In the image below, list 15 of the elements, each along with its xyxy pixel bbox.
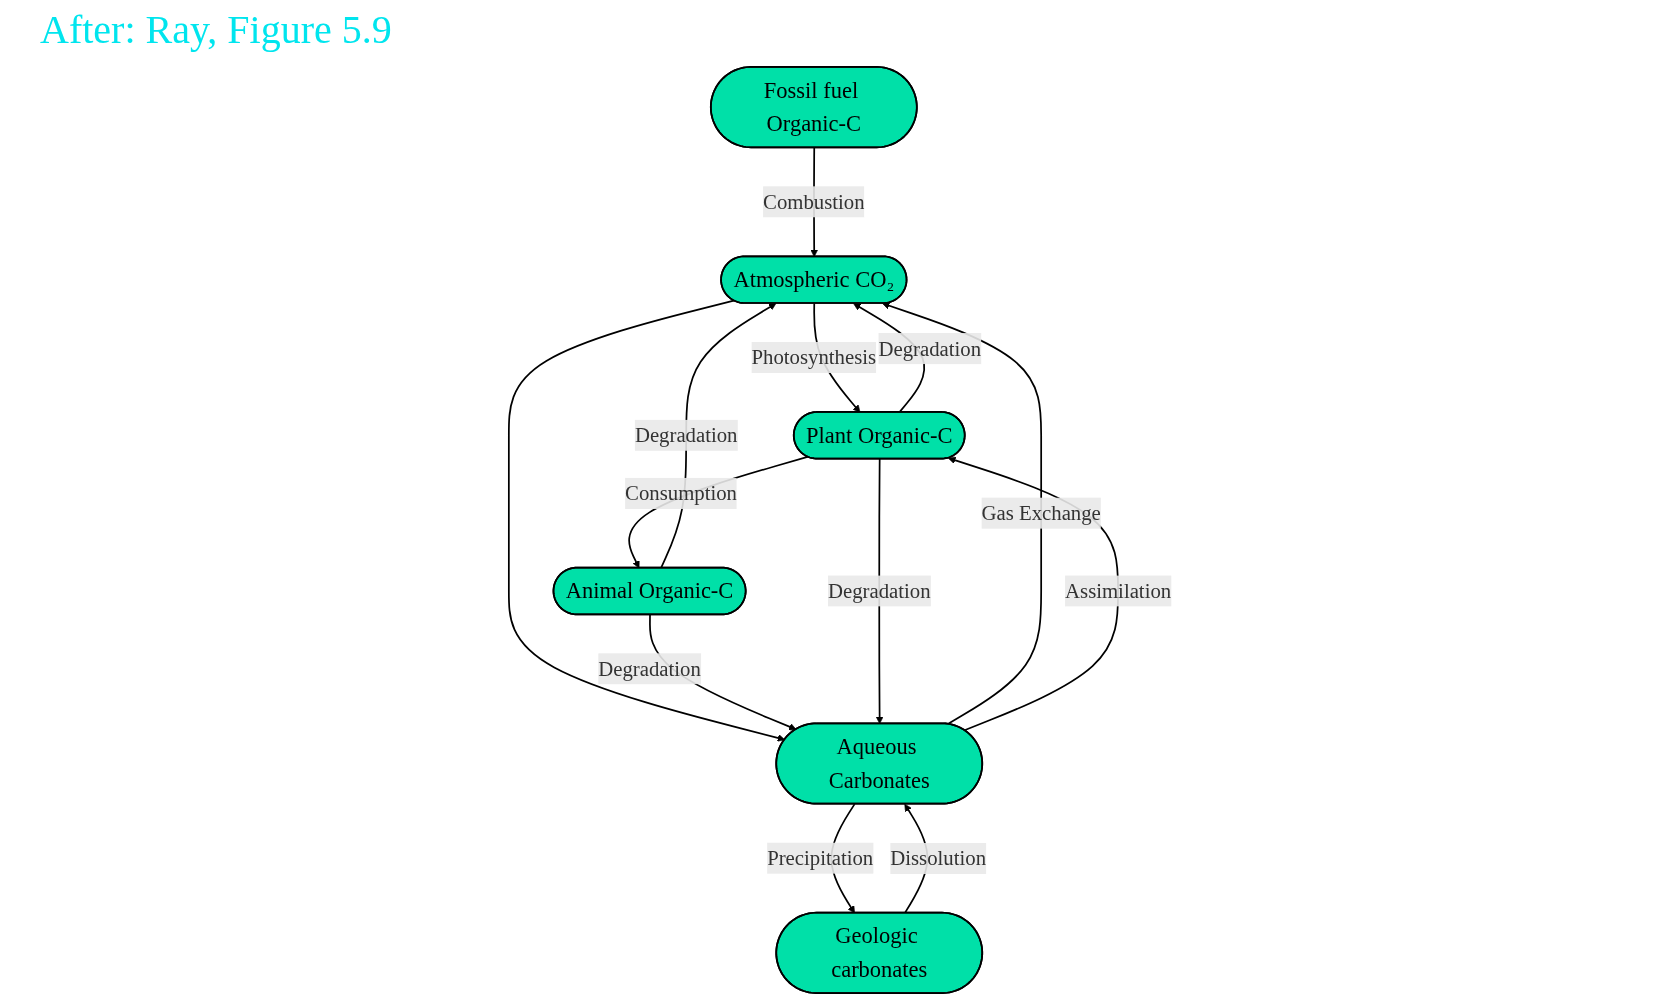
edge-label: Combustion [763,190,865,214]
title: After: Ray, Figure 5.9 [40,6,392,53]
arrow [507,299,786,742]
edge-label: Degradation [827,579,931,603]
edge-label: Dissolution [890,847,987,870]
edge-label: Photosynthesis [751,346,877,369]
edge-label: Precipitation [767,846,874,870]
edge-label: Degradation [878,337,982,360]
edge-label: Assimilation [1065,579,1172,603]
edge-label: Degradation [634,424,738,447]
arrow [948,456,1119,732]
edge-label: Gas Exchange [981,501,1101,525]
arrow [882,302,1043,725]
edge-label: Consumption [625,482,737,505]
edge-label: Degradation [598,657,701,681]
